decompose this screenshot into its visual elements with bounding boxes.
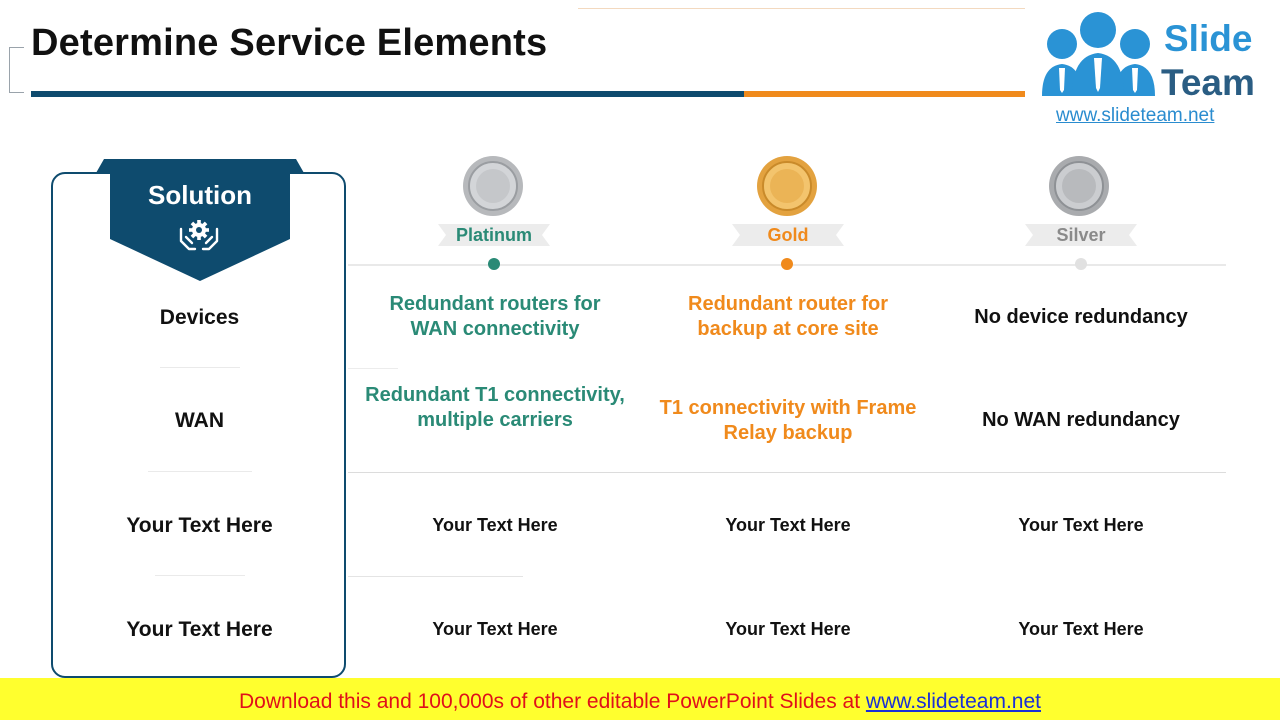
row-divider bbox=[348, 368, 398, 369]
row-divider bbox=[348, 576, 523, 577]
platinum-medal-icon bbox=[463, 156, 523, 216]
title-underline-blue bbox=[31, 91, 744, 97]
gold-dot bbox=[781, 258, 793, 270]
title-top-line bbox=[578, 8, 1025, 9]
cell-row3-silver: Your Text Here bbox=[1018, 515, 1144, 535]
row-label-4: Your Text Here bbox=[126, 618, 273, 641]
cell-wan-gold: T1 connectivity with Frame Relay backup bbox=[659, 397, 917, 444]
page-title: Determine Service Elements bbox=[31, 22, 548, 64]
slideteam-logo[interactable]: Slide Team www.slideteam.net bbox=[1028, 8, 1273, 128]
footer-text: Download this and 100,000s of other edit… bbox=[239, 690, 866, 713]
row-label-wan: WAN bbox=[175, 409, 224, 432]
cell-devices-silver: No device redundancy bbox=[974, 306, 1188, 328]
cell-row4-silver: Your Text Here bbox=[1018, 619, 1144, 639]
gold-medal-icon bbox=[757, 156, 817, 216]
footer-link[interactable]: www.slideteam.net bbox=[865, 690, 1041, 713]
cell-wan-platinum: Redundant T1 connectivity, multiple carr… bbox=[365, 384, 625, 431]
logo-word-slide: Slide bbox=[1164, 18, 1253, 59]
platinum-ribbon bbox=[438, 224, 550, 246]
row-divider bbox=[148, 471, 252, 472]
cell-devices-gold: Redundant router for backup at core site bbox=[688, 293, 888, 340]
cell-row4-platinum: Your Text Here bbox=[432, 619, 558, 639]
row-divider bbox=[348, 472, 1226, 473]
tier-label-platinum: Platinum bbox=[455, 225, 532, 245]
tier-label-gold: Gold bbox=[767, 225, 809, 245]
title-underline-orange bbox=[744, 91, 1025, 97]
cell-row4-gold: Your Text Here bbox=[725, 619, 851, 639]
hands-gear-icon bbox=[179, 220, 219, 251]
silver-ribbon bbox=[1025, 224, 1137, 246]
tier-label-silver: Silver bbox=[1056, 225, 1106, 245]
silver-dot bbox=[1075, 258, 1087, 270]
row-divider bbox=[155, 575, 245, 576]
silver-medal-icon bbox=[1049, 156, 1109, 216]
title-bracket bbox=[9, 47, 24, 93]
platinum-dot bbox=[488, 258, 500, 270]
row-label-3: Your Text Here bbox=[126, 514, 273, 537]
logo-url-link[interactable]: www.slideteam.net bbox=[1056, 105, 1215, 126]
cell-devices-platinum: Redundant routers for WAN connectivity bbox=[389, 293, 601, 340]
cell-row3-platinum: Your Text Here bbox=[432, 515, 558, 535]
row-divider bbox=[160, 367, 240, 368]
row-label-devices: Devices bbox=[159, 306, 240, 329]
cell-row3-gold: Your Text Here bbox=[725, 515, 851, 535]
team-people-icon bbox=[1042, 12, 1155, 96]
solution-title: Solution bbox=[148, 180, 252, 210]
gold-ribbon bbox=[732, 224, 844, 246]
logo-word-team: Team bbox=[1161, 62, 1255, 103]
download-footer-banner: Download this and 100,000s of other edit… bbox=[0, 678, 1280, 720]
cell-wan-silver: No WAN redundancy bbox=[982, 409, 1180, 431]
